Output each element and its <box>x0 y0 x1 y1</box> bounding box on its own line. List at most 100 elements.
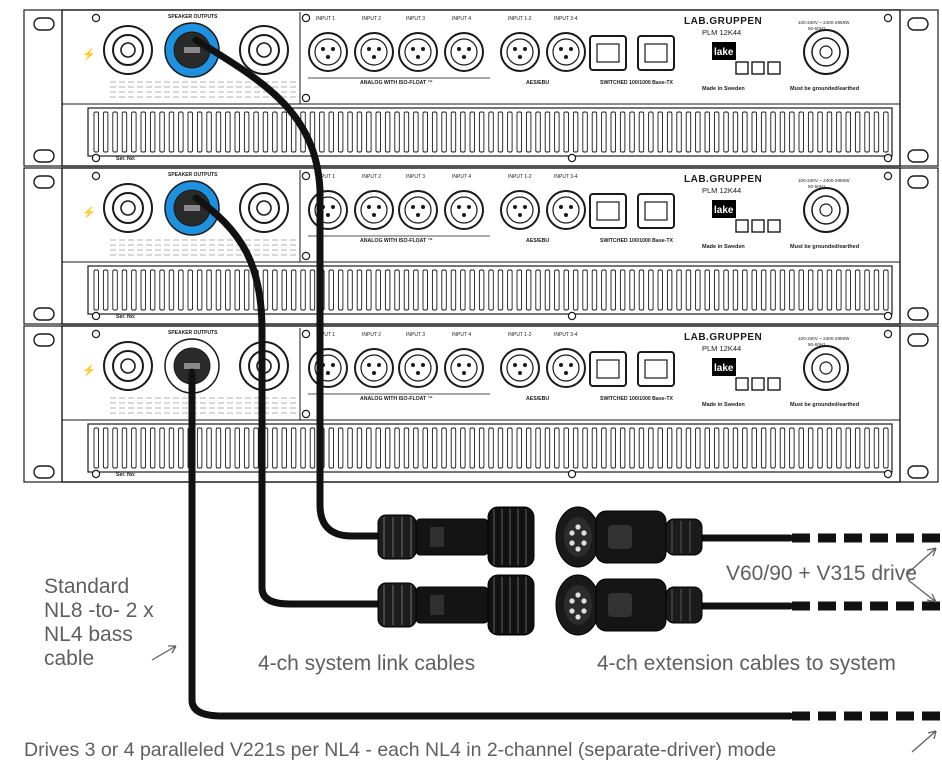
grille-slot <box>301 428 306 468</box>
indicator-window <box>752 62 764 74</box>
grille-slot <box>818 428 823 468</box>
grille-slot <box>179 112 184 152</box>
connector-body <box>416 519 488 555</box>
grille-slot <box>160 270 165 310</box>
grille-slot <box>395 112 400 152</box>
grille-slot <box>197 112 202 152</box>
grille-slot <box>235 112 240 152</box>
grille-slot <box>508 270 512 310</box>
panel-screw <box>302 252 309 259</box>
grille-slot <box>611 428 616 468</box>
grille-slot <box>780 270 785 310</box>
plug-latch <box>608 593 632 617</box>
xlr-pin <box>421 47 425 51</box>
grille-slot <box>639 112 644 152</box>
brand-name: LAB.GRUPPEN <box>684 332 762 343</box>
grille-slot <box>404 270 409 310</box>
grille-slot <box>338 112 343 152</box>
grille-slot <box>526 112 531 152</box>
warning-icon: ⚡ <box>82 48 96 61</box>
grille-slot <box>761 270 766 310</box>
grille-slot <box>620 428 625 468</box>
grille-slot <box>630 428 635 468</box>
warning-icon: ⚡ <box>82 206 96 219</box>
panel-screw <box>92 470 99 477</box>
grille-slot <box>338 270 343 310</box>
grille-slot <box>113 270 118 310</box>
xlr-pin <box>559 363 563 367</box>
xlr-input-inner <box>507 197 533 223</box>
plug-pin <box>569 540 574 545</box>
grille-slot <box>432 428 437 468</box>
switched-label: SWITCHED 100/1000 Base-TX <box>600 396 673 402</box>
grille-slot <box>188 112 193 152</box>
xlr-pin <box>411 363 415 367</box>
panel-screw <box>884 330 891 337</box>
grille-slot <box>536 428 541 468</box>
grille-slot <box>508 112 512 152</box>
grille-slot <box>357 112 362 152</box>
plug-pin <box>581 608 586 613</box>
power-rating: 100-240V ~ 2400-2950W <box>798 178 850 183</box>
plug-pin <box>581 598 586 603</box>
grille-slot <box>667 270 672 310</box>
grille-slot <box>743 270 748 310</box>
grille-slot <box>254 112 258 152</box>
ethernet-port-socket <box>597 44 619 62</box>
rack-screw-slot <box>908 466 928 478</box>
grille-slot <box>602 112 607 152</box>
grille-slot <box>197 428 202 468</box>
grille-slot <box>385 112 390 152</box>
xlr-pin <box>331 47 335 51</box>
grille-slot <box>395 270 400 310</box>
aes-label: AES/EBU <box>526 80 549 86</box>
lake-logo: lake <box>714 363 734 374</box>
grille-slot <box>216 270 221 310</box>
grille-slot <box>602 428 607 468</box>
plug-pin <box>569 608 574 613</box>
grille-slot <box>874 428 879 468</box>
xlr-pin <box>367 47 371 51</box>
grille-slot <box>790 112 795 152</box>
panel-screw <box>92 312 99 319</box>
aes-input-label: INPUT 1-2 <box>508 332 532 338</box>
grille-slot <box>592 428 597 468</box>
grille-slot <box>705 270 710 310</box>
grille-slot <box>226 270 231 310</box>
grille-slot <box>103 428 108 468</box>
grille-slot <box>752 270 757 310</box>
grille-slot <box>696 270 701 310</box>
grille-slot <box>226 428 231 468</box>
grille-slot <box>273 112 278 152</box>
grille-slot <box>752 428 757 468</box>
analog-label: ANALOG WITH ISO-FLOAT ™ <box>360 80 433 86</box>
grille-slot <box>827 270 832 310</box>
grille-slot <box>470 112 475 152</box>
aes-label: AES/EBU <box>526 396 549 402</box>
xlr-pin <box>564 371 568 375</box>
xlr-input-inner <box>315 39 341 65</box>
grille-slot <box>874 270 879 310</box>
grille-slot <box>348 428 353 468</box>
grille-slot <box>113 112 118 152</box>
grille-slot <box>348 270 353 310</box>
grille-slot <box>301 270 306 310</box>
grille-slot <box>423 270 428 310</box>
xlr-input-inner <box>553 355 579 381</box>
grille-slot <box>282 112 287 152</box>
lake-logo: lake <box>714 205 734 216</box>
xlr-pin <box>377 47 381 51</box>
grille-slot <box>611 270 616 310</box>
drive-caption: V60/90 + V315 drive <box>726 562 917 586</box>
panel-screw <box>92 14 99 21</box>
grille-slot <box>235 270 240 310</box>
aes-label: AES/EBU <box>526 238 549 244</box>
grille-slot <box>733 428 738 468</box>
grille-slot <box>432 112 437 152</box>
xlr-pin <box>421 205 425 209</box>
grille-slot <box>357 428 362 468</box>
grille-slot <box>348 112 353 152</box>
input-label: INPUT 2 <box>362 16 381 22</box>
input-label: INPUT 3 <box>406 332 425 338</box>
panel-screw <box>884 14 891 21</box>
